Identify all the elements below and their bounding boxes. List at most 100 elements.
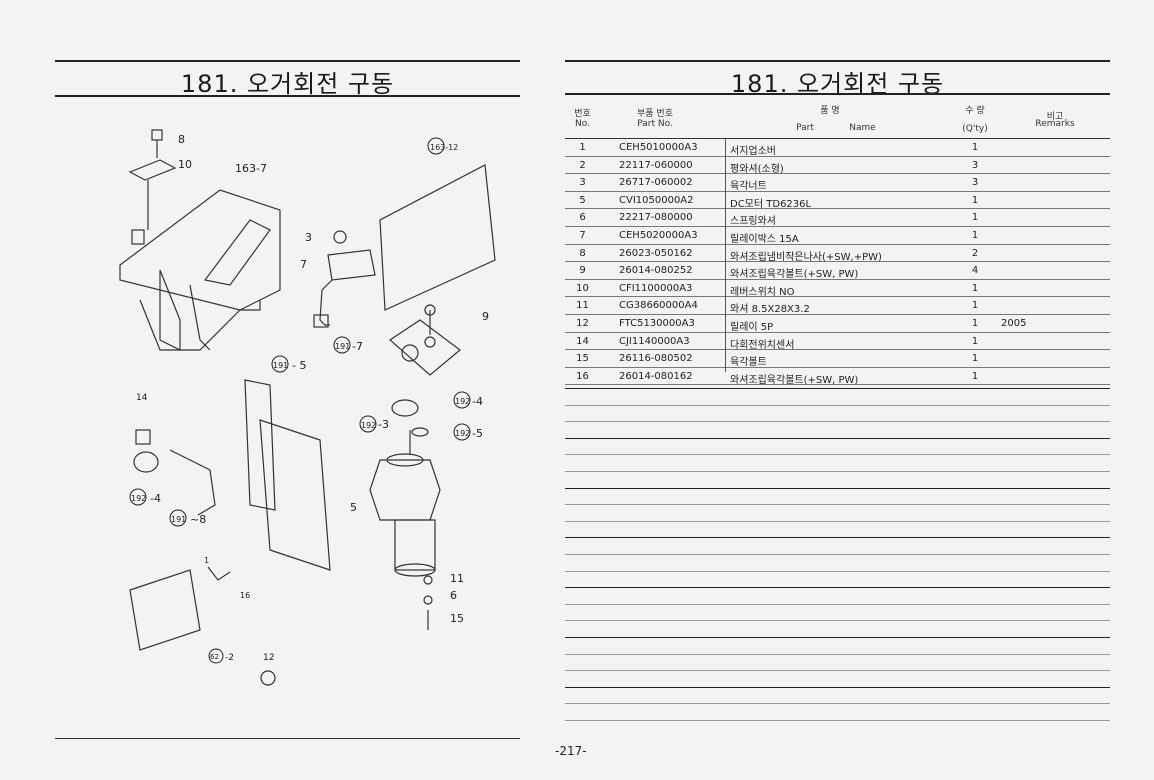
left-top-rule (55, 60, 520, 62)
left-bottom-rule (55, 738, 520, 739)
part-number-index: 12 (576, 317, 589, 329)
part-name: DC모터 TD6236L (730, 198, 812, 210)
part-code: 22117-060000 (619, 159, 693, 171)
table-row: 16 26014-080162 와셔조립육각볼트(+SW, PW) 1 (565, 368, 1110, 386)
svg-text:-5: -5 (472, 427, 483, 440)
svg-text:163-7: 163-7 (235, 162, 267, 175)
svg-text:5: 5 (350, 501, 357, 514)
part-code: 26023-050162 (619, 247, 693, 259)
part-code: CFI1100000A3 (619, 282, 693, 294)
part-code: 26014-080162 (619, 370, 693, 382)
part-quantity: 1 (971, 317, 979, 329)
part-code: CG38660000A4 (619, 300, 698, 312)
part-name: 스프링와셔 (730, 216, 776, 228)
part-quantity: 1 (971, 370, 979, 382)
part-name: 와셔 8.5X28X3.2 (730, 304, 810, 316)
svg-text:192: 192 (455, 397, 470, 406)
part-number-index: 10 (576, 282, 589, 294)
part-number-index: 15 (576, 353, 589, 365)
part-code: 26014-080252 (619, 265, 693, 277)
svg-text:191: 191 (171, 515, 186, 524)
part-number-index: 1 (579, 142, 586, 153)
svg-text:-2: -2 (225, 653, 234, 663)
left-page-title: 181. 오거회전 구동 (180, 70, 395, 98)
part-quantity: 1 (971, 142, 979, 153)
svg-text:11: 11 (450, 572, 464, 585)
part-code: CVI1050000A2 (619, 194, 694, 206)
blank-line (565, 570, 1110, 572)
blank-line (565, 554, 1110, 555)
part-code: CEH5020000A3 (619, 229, 698, 241)
svg-text:191: 191 (273, 361, 288, 370)
blank-line (565, 670, 1110, 672)
blank-line (565, 421, 1110, 423)
relay-12 (260, 670, 276, 686)
svg-text:-4: -4 (472, 395, 483, 408)
bracket-191-5 (244, 379, 276, 511)
svg-text:6: 6 (450, 589, 457, 602)
part-quantity: 1 (971, 353, 979, 365)
svg-text:192: 192 (361, 421, 376, 430)
header-qty-en: (Q'ty) (962, 124, 988, 134)
header-name-ko: 품 명 (820, 106, 840, 116)
svg-text:10: 10 (178, 158, 192, 171)
part-quantity: 1 (971, 300, 979, 312)
blank-line (565, 404, 1110, 406)
page-number: -217- (555, 744, 587, 758)
part-number-index: 8 (579, 247, 586, 259)
blank-line (565, 388, 1110, 389)
blank-line (565, 637, 1110, 638)
part-name: 다회전위치센서 (730, 339, 795, 351)
part-quantity: 3 (971, 177, 979, 189)
blank-line (565, 454, 1110, 456)
part-code: 26116-080502 (619, 353, 693, 365)
part-code: 22217-080000 (619, 212, 693, 224)
relay-box-7 (327, 249, 376, 281)
part-name: 와셔조립냄비작은나사(+SW,+PW) (730, 251, 882, 263)
svg-text:163-12: 163-12 (430, 143, 458, 152)
header-name-part: Part (796, 123, 814, 133)
svg-text:9: 9 (482, 310, 489, 323)
part-name: 릴레이박스 15A (730, 233, 799, 245)
part-quantity: 1 (971, 212, 979, 224)
part-quantity: 1 (971, 229, 979, 241)
part-name: 레버스위치 NO (730, 286, 795, 298)
header-remarks-ko: 비고 (1046, 112, 1064, 122)
svg-text:14: 14 (136, 393, 148, 403)
part-number-index: 11 (576, 300, 589, 312)
mower-frame-163-7 (119, 189, 281, 311)
blank-line (565, 603, 1110, 605)
svg-text:62: 62 (210, 653, 219, 661)
part-number-index: 14 (576, 335, 589, 347)
bracket-191-7 (389, 319, 461, 376)
header-no-ko: 번호 (574, 109, 591, 119)
blank-line (565, 437, 1110, 439)
part-quantity: 3 (971, 159, 979, 171)
svg-text:1: 1 (204, 556, 209, 565)
header-no-en: No. (575, 119, 590, 129)
part-number-index: 9 (579, 265, 586, 277)
part-name: 와셔조립육각볼트(+SW, PW) (730, 374, 859, 386)
part-name: 서지업소버 (730, 146, 776, 157)
svg-text:-7: -7 (352, 340, 363, 353)
part-number-index: 2 (579, 159, 586, 171)
part-number-index: 16 (576, 370, 589, 382)
svg-text:-3: -3 (378, 418, 389, 431)
part-name: 육각너트 (730, 181, 767, 193)
header-part-ko: 부품 번호 (637, 109, 673, 119)
svg-text:-4: -4 (150, 492, 161, 505)
blank-line (565, 520, 1110, 522)
part-remarks: 2005 (1001, 317, 1027, 329)
blank-line (565, 703, 1110, 705)
right-top-rule (565, 60, 1110, 62)
left-title-rule (55, 95, 520, 97)
